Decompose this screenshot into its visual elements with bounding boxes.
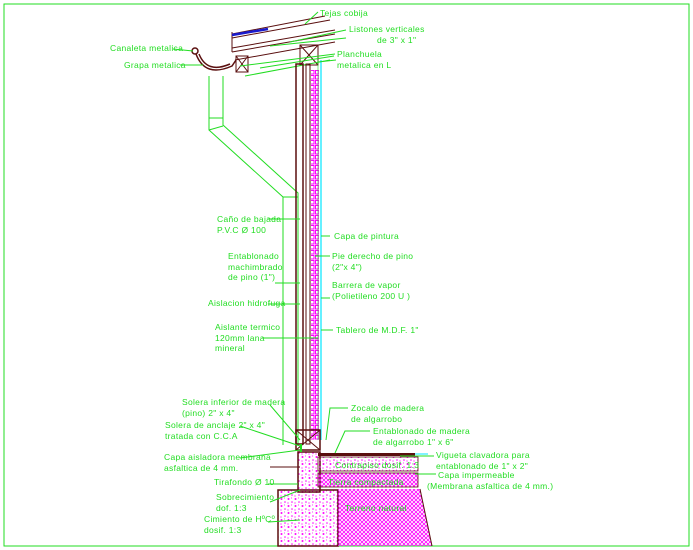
label-tierra-compactada: Tierra compactada (328, 477, 404, 488)
label-aislacion-hidrofuga: Aislacion hidrofuga (208, 298, 286, 309)
label-line: de pino (1") (228, 272, 276, 282)
label-line: Sobrecimiento (216, 492, 275, 502)
label-line: Barrera de vapor (332, 280, 401, 290)
roof (231, 15, 336, 77)
label-line: Entablonado de madera (373, 426, 471, 436)
label-capa-impermeable: Capa impermeable(Membrana asfaltica de 4… (427, 470, 553, 491)
label-line: Aislante termico (215, 322, 281, 332)
label-line: Vigueta clavadora para (436, 450, 530, 460)
label-line: Cimiento de HºCº (204, 514, 276, 524)
label-line: Solera inferior de madera (182, 397, 286, 407)
label-line: mineral (215, 343, 245, 353)
label-line: Contrapiso dosif. 1:3 (335, 460, 420, 470)
label-line: Solera de anclaje 2" x 4" (165, 420, 266, 430)
label-tirafondo: Tirafondo Ø 10 (214, 477, 275, 488)
label-line: (Membrana asfaltica de 4 mm.) (427, 480, 554, 491)
gutter (191, 47, 237, 71)
label-line: Pie derecho de pino (332, 251, 414, 261)
foundation (270, 451, 433, 547)
label-line: Tablero de M.D.F. 1" (336, 325, 419, 335)
label-line: dosif. 1:3 (204, 524, 242, 535)
label-line: Caño de bajada (217, 214, 282, 224)
label-barrera-vapor: Barrera de vapor(Polietileno 200 U ) (332, 280, 410, 301)
label-line: Tirafondo Ø 10 (214, 477, 275, 487)
wall (295, 60, 322, 451)
label-line: de 3" x 1" (377, 34, 417, 45)
label-contrapiso: Contrapiso dosif. 1:3 (335, 460, 419, 471)
label-line: Planchuela (337, 49, 383, 59)
label-grapa: Grapa metalica (124, 60, 186, 71)
label-line: (pino) 2" x 4" (182, 407, 235, 418)
label-line: de algarrobo 1" x 6" (373, 436, 454, 447)
label-pie-derecho: Pie derecho de pino(2"x 4") (332, 251, 413, 272)
label-line: dof. 1:3 (216, 502, 247, 513)
label-line: Tejas cobija (320, 8, 369, 18)
label-line: de algarrobo (351, 413, 403, 424)
label-line: Grapa metalica (124, 60, 186, 70)
label-line: metalica en L (337, 59, 392, 70)
label-line: Tierra compactada (328, 477, 404, 487)
label-line: Canaleta metalica (110, 43, 184, 53)
label-line: machimbrado (228, 261, 283, 272)
label-line: Entablonado (228, 251, 280, 261)
label-line: Zocalo de madera (351, 403, 425, 413)
label-capa-pintura: Capa de pintura (334, 231, 399, 242)
label-line: Listones verticales (349, 24, 425, 34)
label-line: (2"x 4") (332, 261, 363, 272)
label-tablero-mdf: Tablero de M.D.F. 1" (336, 325, 419, 336)
label-solera-anclaje: Solera de anclaje 2" x 4"tratada con C.C… (165, 420, 265, 441)
label-line: Aislacion hidrofuga (208, 298, 286, 308)
downpipe (208, 76, 299, 445)
label-canaleta: Canaleta metalica (110, 43, 183, 54)
label-tejas-cobija: Tejas cobija (320, 8, 368, 19)
label-line: Capa impermeable (438, 470, 515, 480)
label-line: 120mm lana (215, 332, 265, 343)
label-line: (Polietileno 200 U ) (332, 290, 411, 301)
label-line: asfaltica de 4 mm. (164, 462, 239, 473)
label-terreno-natural: Terreno natural (345, 503, 407, 514)
label-line: P.V.C Ø 100 (217, 224, 267, 235)
leader-lines (172, 11, 436, 523)
label-line: Capa de pintura (334, 231, 399, 241)
label-line: entablonado de 1" x 2" (436, 460, 529, 471)
label-line: tratada con C.C.A (165, 430, 238, 441)
label-solera-inferior: Solera inferior de madera(pino) 2" x 4" (182, 397, 285, 418)
label-line: Capa aisladora membrana (164, 452, 272, 462)
label-line: Terreno natural (345, 503, 407, 513)
